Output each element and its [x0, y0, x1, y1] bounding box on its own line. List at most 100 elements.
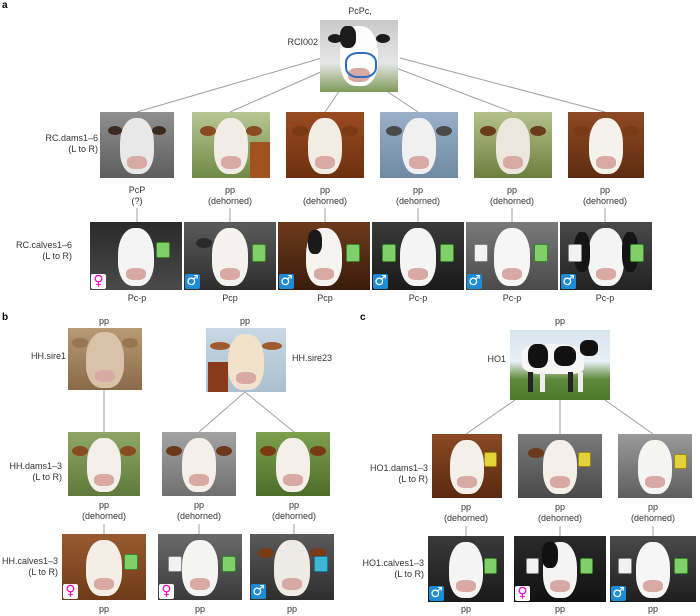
dam-genotype-a3: pp (dehorned) [295, 185, 355, 207]
dam-genotype-a5-g: pp [506, 185, 517, 195]
calf-genotype-a6: Pc-p [595, 293, 615, 303]
male-icon: ♂ [373, 273, 388, 289]
dam-genotype-a2: pp (dehorned) [200, 185, 260, 207]
dam-genotype-a5: pp (dehorned) [482, 185, 542, 207]
dams-label-a-2: (L to R) [68, 144, 98, 154]
female-icon: ♀ [63, 584, 78, 599]
male-icon: ♂ [611, 585, 626, 601]
dam-genotype-b3: pp (dehorned) [264, 500, 324, 522]
male-icon: ♂ [429, 585, 444, 601]
sire23-name: HH.sire23 [292, 353, 333, 363]
calves-label-b-1: HH.calves1–3 [1, 556, 58, 566]
male-icon: ♂ [251, 583, 266, 599]
male-icon: ♂ [467, 273, 482, 289]
male-icon: ♂ [279, 273, 294, 289]
calf-photo-a5: ♂ [466, 222, 558, 290]
dam-genotype-b3-note: (dehorned) [271, 511, 317, 521]
calves-label-a-2: (L to R) [42, 251, 72, 261]
calf-genotype-b2: pp [194, 604, 205, 614]
calves-label-b: HH.calves1–3 (L to R) [0, 556, 58, 578]
dam-photo-c2 [518, 434, 602, 498]
dam-genotype-a6: pp (dehorned) [575, 185, 635, 207]
calves-label-c-2: (L to R) [394, 569, 424, 579]
dam-genotype-b1-g: pp [98, 500, 109, 510]
panel-b-label: b [2, 312, 9, 323]
calf-photo-c2: ♀ [514, 536, 606, 602]
calves-label-c: HO1.calves1–3 (L to R) [358, 558, 424, 580]
dam-genotype-c2: pp (dehorned) [530, 502, 590, 524]
dam-genotype-c2-g: pp [554, 502, 565, 512]
calf-genotype-c2: pp [554, 604, 565, 614]
dams-label-c: HO1.dams1–3 (L to R) [362, 463, 428, 485]
dam-genotype-a4-note: (dehorned) [395, 196, 441, 206]
female-icon: ♀ [159, 584, 174, 599]
dam-genotype-a6-g: pp [599, 185, 610, 195]
dam-genotype-a1-note: (?) [131, 196, 143, 206]
dam-photo-a4 [380, 112, 458, 178]
dam-genotype-a3-note: (dehorned) [302, 196, 348, 206]
dam-photo-c3 [618, 434, 692, 498]
calves-label-a: RC.calves1–6 (L to R) [10, 240, 72, 262]
calf-photo-c1: ♂ [428, 536, 504, 602]
dam-genotype-b2: pp (dehorned) [169, 500, 229, 522]
calf-photo-b1: ♀ [62, 534, 146, 600]
dams-label-c-1: HO1.dams1–3 [369, 463, 428, 473]
dam-genotype-a2-note: (dehorned) [207, 196, 253, 206]
dam-genotype-c3: pp (dehorned) [623, 502, 683, 524]
male-icon: ♂ [185, 273, 200, 289]
sire1-genotype: pp [98, 316, 109, 326]
calf-genotype-a5: Pc-p [502, 293, 522, 303]
dam-photo-a2 [192, 112, 270, 178]
calf-photo-c3: ♂ [610, 536, 696, 602]
dams-label-b-1: HH.dams1–3 [9, 461, 62, 471]
calves-label-c-1: HO1.calves1–3 [362, 558, 424, 568]
calf-genotype-a3: Pcp [317, 293, 333, 303]
calf-photo-b3: ♂ [250, 534, 334, 600]
dam-genotype-c3-note: (dehorned) [630, 513, 676, 523]
dam-genotype-a6-note: (dehorned) [582, 196, 628, 206]
dam-photo-a1 [100, 112, 174, 178]
dam-genotype-a5-note: (dehorned) [489, 196, 535, 206]
sire-genotype-text: PcPc, [348, 6, 372, 16]
dam-photo-c1 [432, 434, 502, 498]
calf-genotype-b1: pp [98, 604, 109, 614]
calf-photo-a4: ♂ [372, 222, 464, 290]
dam-genotype-a1: PcP (?) [107, 185, 167, 207]
dam-photo-a6 [568, 112, 644, 178]
dam-photo-b2 [162, 432, 236, 496]
dams-label-b-2: (L to R) [32, 472, 62, 482]
calf-photo-a3: ♂ [278, 222, 370, 290]
sire-photo [320, 20, 398, 92]
ho1-photo [510, 330, 610, 400]
dam-genotype-b3-g: pp [288, 500, 299, 510]
dam-genotype-c2-note: (dehorned) [537, 513, 583, 523]
calves-label-a-1: RC.calves1–6 [15, 240, 72, 250]
dam-photo-b3 [256, 432, 330, 496]
calf-genotype-b3: pp [286, 604, 297, 614]
female-icon: ♀ [91, 274, 106, 289]
calf-photo-a1: ♀ [90, 222, 182, 290]
dam-photo-b1 [68, 432, 140, 496]
calf-photo-a2: ♂ [184, 222, 276, 290]
sire-genotype: PcPc, [330, 6, 390, 17]
dam-genotype-a3-g: pp [319, 185, 330, 195]
calves-label-b-2: (L to R) [28, 567, 58, 577]
male-icon: ♂ [561, 273, 576, 289]
dam-genotype-b2-note: (dehorned) [176, 511, 222, 521]
dam-genotype-c1-g: pp [460, 502, 471, 512]
dams-label-a-1: RC.dams1–6 [45, 133, 98, 143]
dam-genotype-b1-note: (dehorned) [81, 511, 127, 521]
sire1-name: HH.sire1 [30, 351, 66, 361]
dam-genotype-c1: pp (dehorned) [436, 502, 496, 524]
ho1-name: HO1 [487, 354, 506, 364]
dam-photo-a3 [286, 112, 364, 178]
dam-genotype-b1: pp (dehorned) [74, 500, 134, 522]
dam-genotype-b2-g: pp [193, 500, 204, 510]
dams-label-a: RC.dams1–6 (L to R) [20, 133, 98, 155]
female-icon: ♀ [515, 586, 530, 601]
dam-genotype-a4: pp (dehorned) [388, 185, 448, 207]
sire-name: RCI002 [287, 37, 318, 47]
dam-genotype-c1-note: (dehorned) [443, 513, 489, 523]
